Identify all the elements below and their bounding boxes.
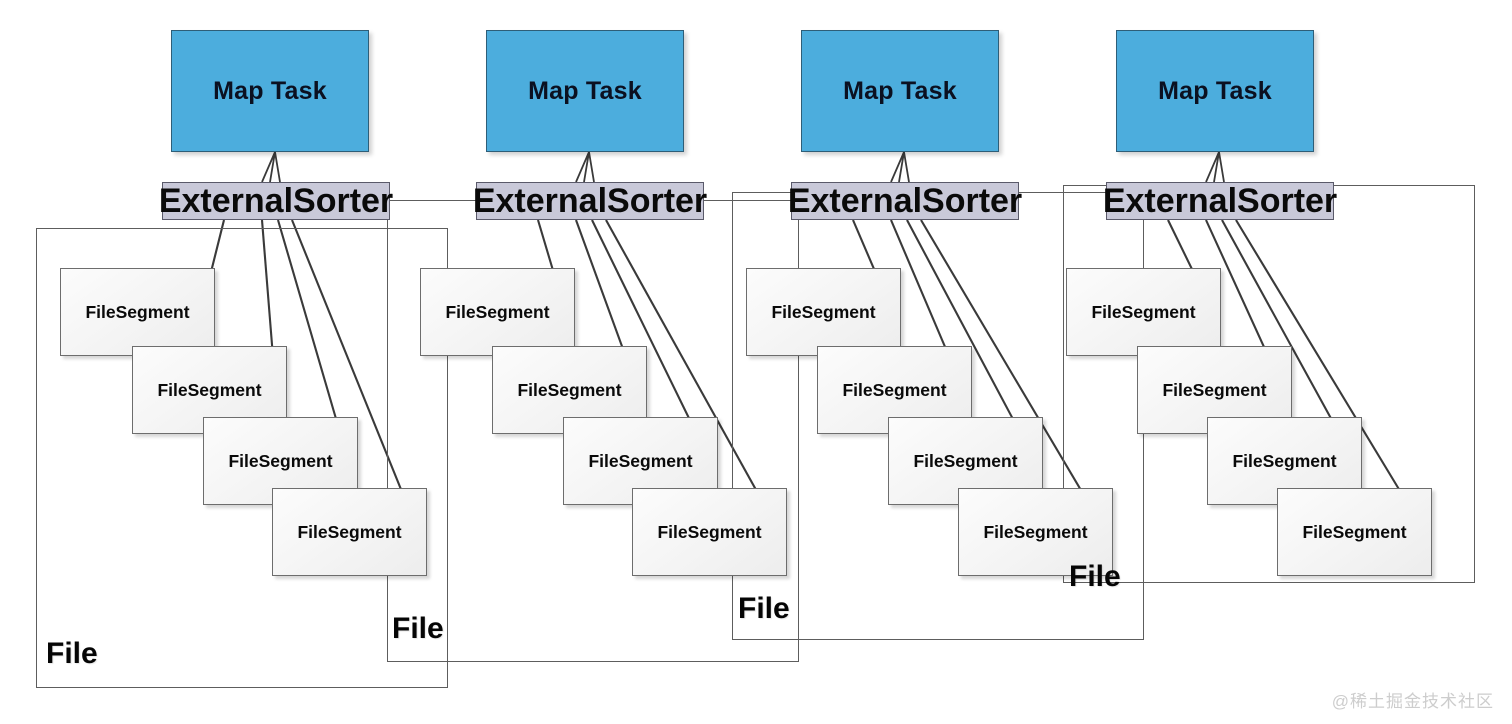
watermark: @稀土掘金技术社区 [1331,692,1494,711]
external-sorter-label: ExternalSorter [787,182,1023,220]
external-sorter-node: ExternalSorter [787,182,1023,220]
external-sorter-node: ExternalSorter [1102,182,1338,220]
file-segment: FileSegment [632,488,787,576]
map-task-node: Map Task [171,30,369,152]
map-task-node: Map Task [486,30,684,152]
map-task-node: Map Task [801,30,999,152]
file-label: File [738,592,790,625]
file-segment: FileSegment [1066,268,1221,356]
external-sorter-node: ExternalSorter [472,182,708,220]
file-segment: FileSegment [1277,488,1432,576]
file-label: File [1069,560,1121,593]
file-container [36,228,448,688]
file-label: File [392,612,444,645]
file-segment: FileSegment [420,268,575,356]
file-segment: FileSegment [272,488,427,576]
external-sorter-label: ExternalSorter [158,182,394,220]
external-sorter-label: ExternalSorter [472,182,708,220]
file-segment: FileSegment [60,268,215,356]
file-segment: FileSegment [746,268,901,356]
external-sorter-label: ExternalSorter [1102,182,1338,220]
external-sorter-node: ExternalSorter [158,182,394,220]
map-task-node: Map Task [1116,30,1314,152]
file-label: File [46,637,98,670]
